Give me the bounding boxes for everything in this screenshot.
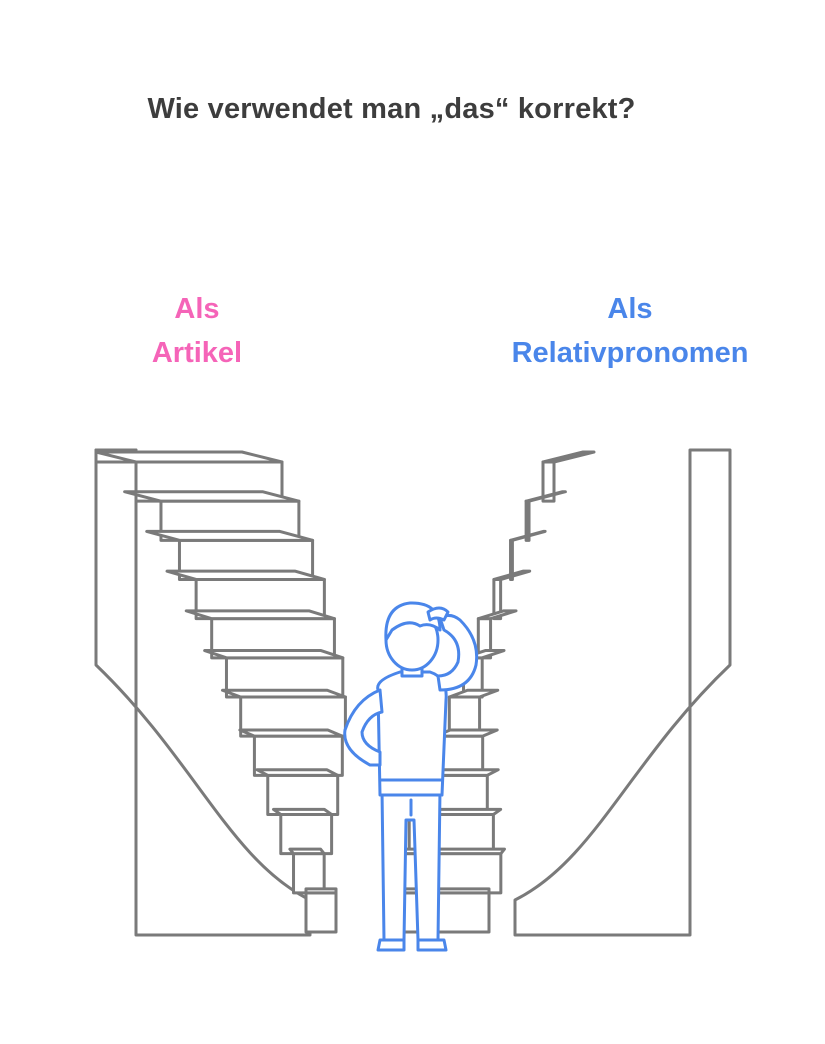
stair-tread-left	[220, 688, 347, 699]
stair-tread-right	[492, 569, 532, 581]
option-relative-pronoun-label: Als Relativpronomen	[480, 287, 780, 375]
stair-tread-left	[123, 490, 301, 503]
stair-step-left	[304, 891, 338, 934]
stair-step-left	[292, 852, 326, 895]
stair-tread-left	[203, 649, 345, 660]
option-article-line1: Als	[174, 293, 220, 325]
stair-tread-right	[541, 450, 596, 464]
stair-tread-left	[272, 807, 334, 816]
stair-tread-left	[145, 529, 315, 542]
stair-tread-right	[476, 609, 518, 621]
stair-tread-left	[255, 768, 340, 777]
staircase-left-icon	[94, 448, 347, 937]
stair-tread-left	[165, 569, 326, 581]
stair-tread-right	[447, 688, 500, 699]
option-article-label: Als Artikel	[92, 287, 302, 375]
stair-tread-left	[184, 609, 336, 621]
stair-tread-left	[288, 847, 326, 856]
option-relative-line2: Relativpronomen	[511, 337, 749, 369]
option-article-line2: Artikel	[151, 337, 243, 369]
thinking-person-icon	[343, 601, 479, 952]
stair-tread-left	[304, 887, 338, 895]
stair-tread-right	[509, 529, 547, 542]
stair-step-right	[394, 852, 503, 895]
stair-tread-left	[94, 450, 284, 464]
stair-tread-left	[238, 728, 344, 738]
option-relative-line1: Als	[607, 293, 653, 325]
page-title: Wie verwendet man „das“ korrekt?	[147, 93, 636, 125]
stair-tread-right	[394, 847, 506, 856]
stair-tread-right	[524, 490, 567, 503]
